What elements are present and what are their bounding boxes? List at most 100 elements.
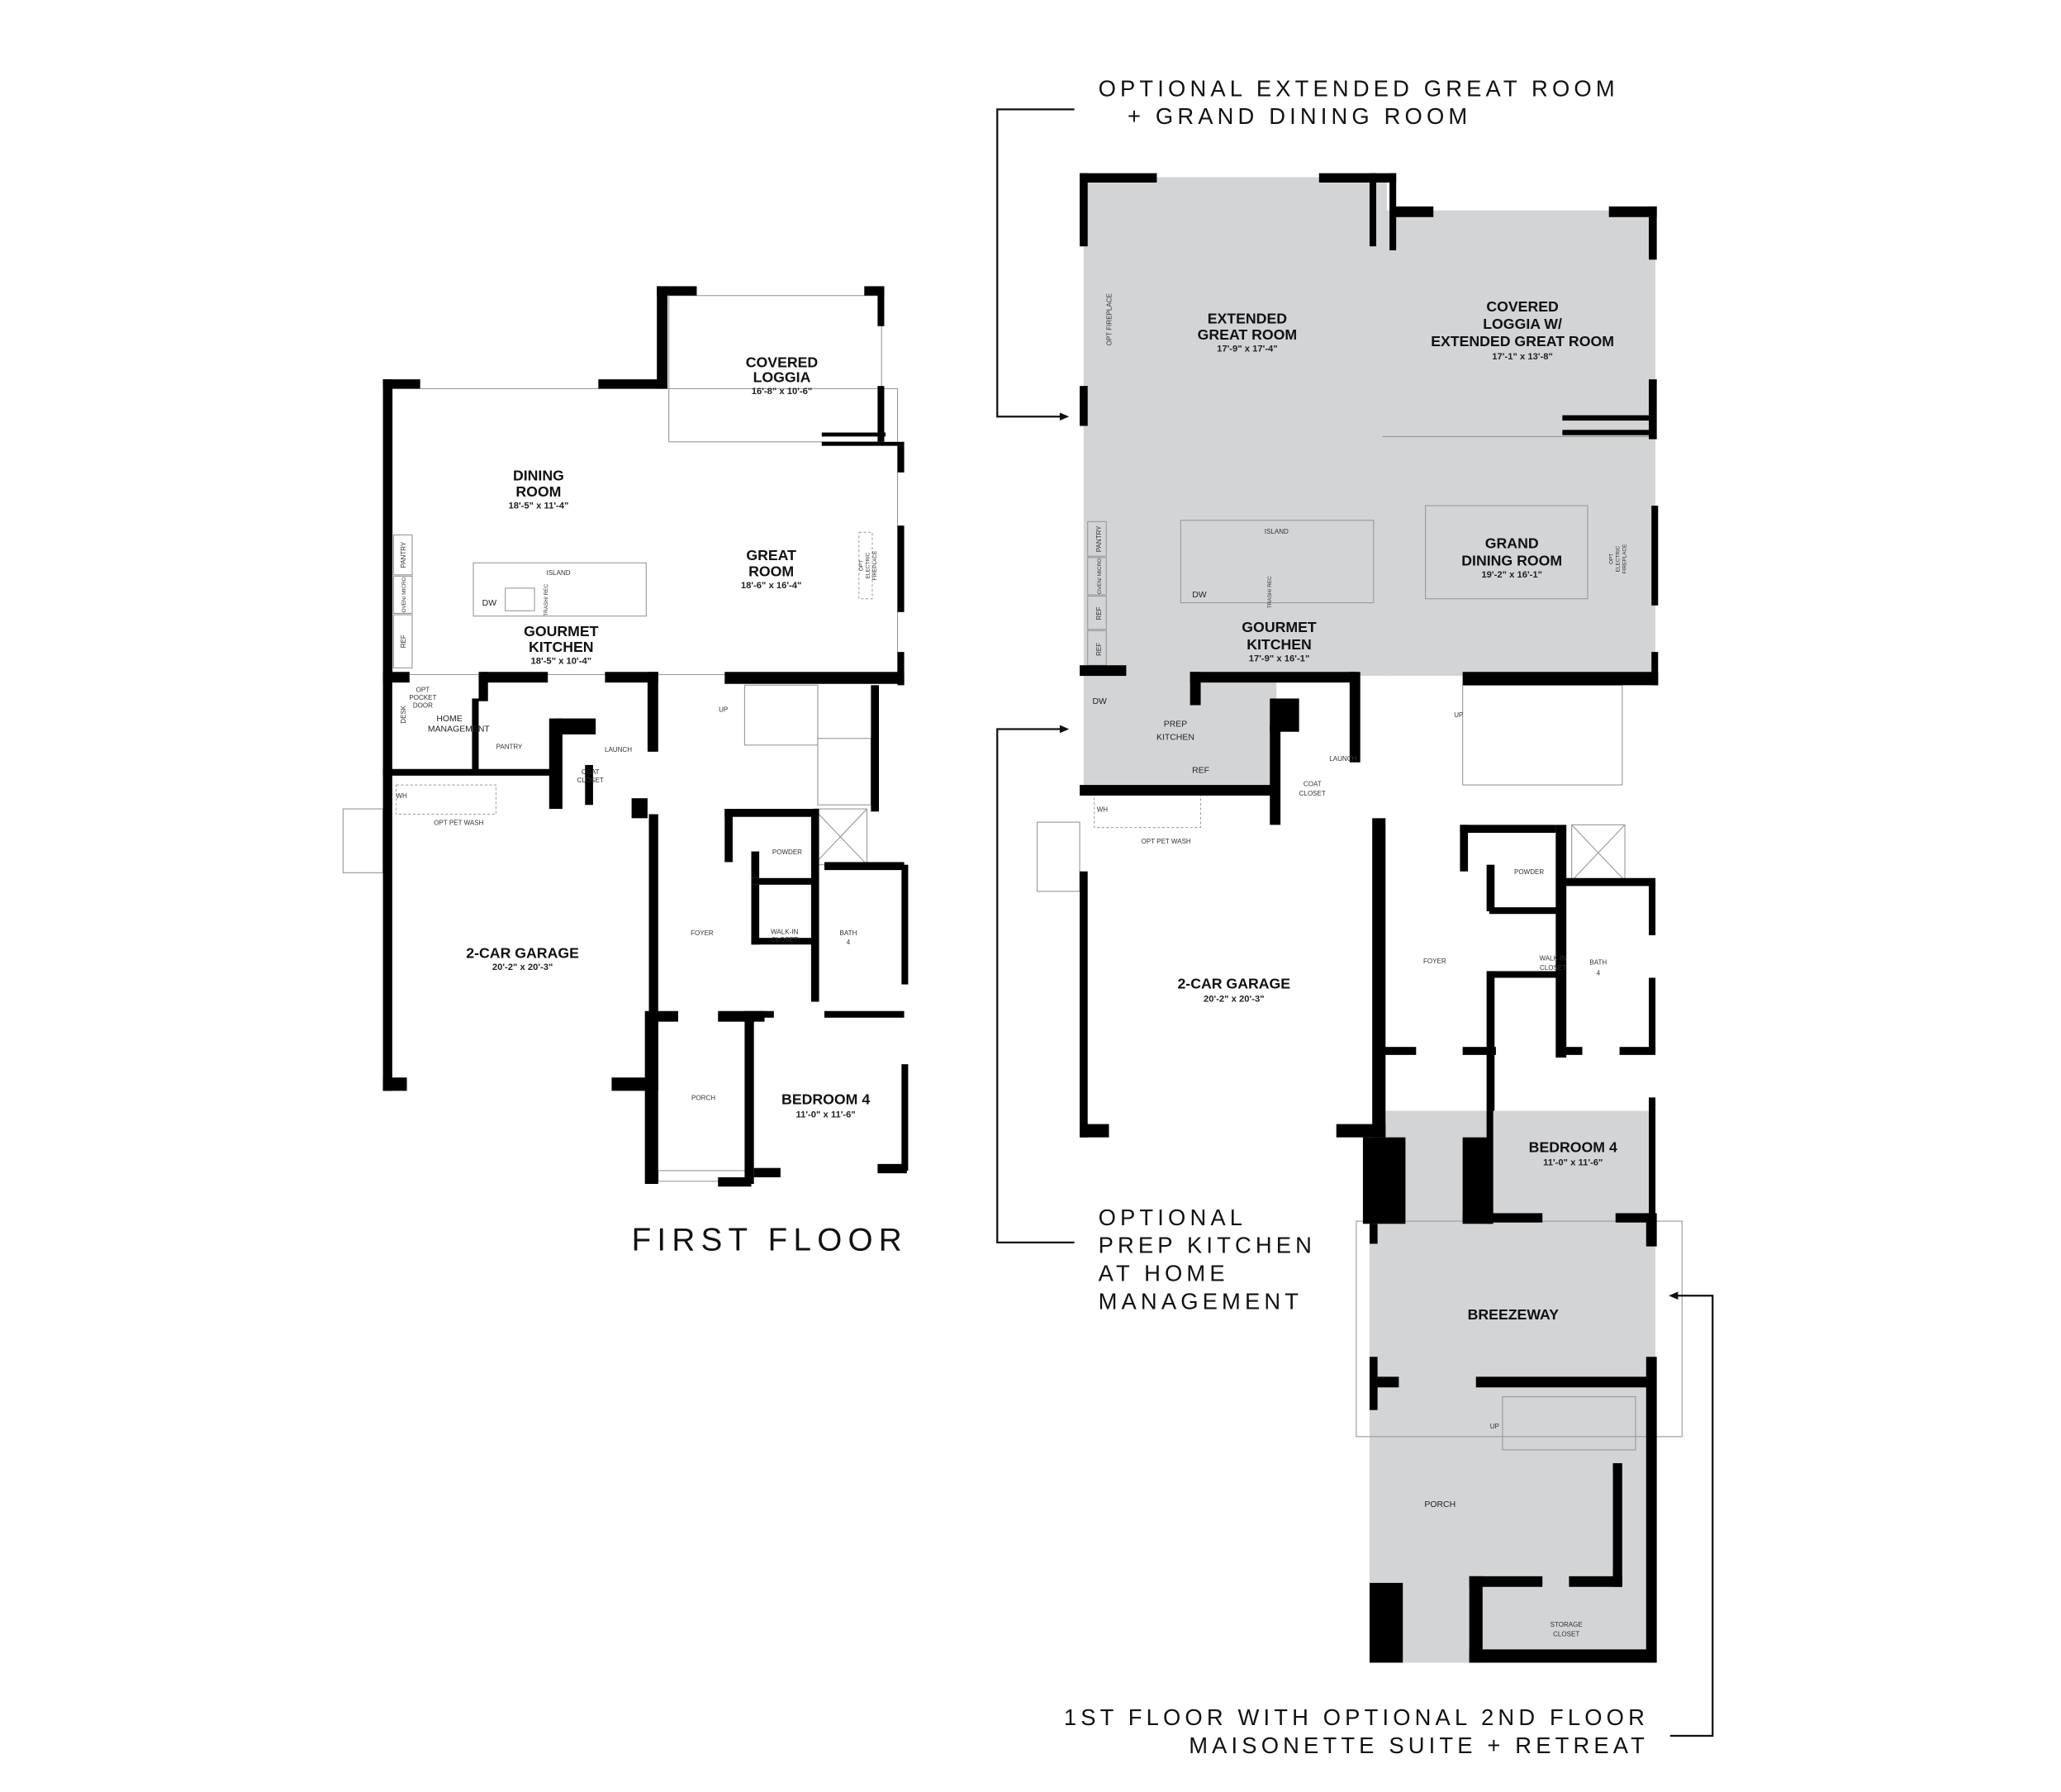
room-name-loggia-ext-3: EXTENDED GREAT ROOM (1431, 333, 1614, 349)
callout-prep-line4: MANAGEMENT (1099, 1288, 1304, 1314)
prep-ref-label: REF (1192, 767, 1209, 776)
powder-label: POWDER (772, 848, 802, 856)
room-dim-bedroom4: 11'-0" x 11'-6" (795, 1110, 855, 1120)
ref-label: REF (1095, 606, 1103, 620)
room-dim-dining: 18'-5" x 11'-4" (508, 501, 568, 511)
fireplace-label-2: ELECTRIC (866, 552, 871, 578)
room-name-storage-2: CLOSET (1553, 1630, 1579, 1638)
room-name-loggia-ext-2: LOGGIA W/ (1483, 316, 1562, 332)
room-dim-loggia-ext: 17'-1" x 13'-8" (1492, 352, 1553, 362)
water-heater-label: WH (1097, 806, 1109, 813)
room-dim-grand-dining: 19'-2" x 16'-1" (1481, 570, 1542, 580)
launch-label: LAUNCH (1329, 755, 1356, 763)
arrow-right-icon (1059, 725, 1070, 734)
foyer-label: FOYER (1423, 958, 1446, 965)
room-name-breezeway: BREEZEWAY (1468, 1306, 1560, 1323)
arrow-left-icon (1669, 1291, 1679, 1300)
walkin-closet-label: WALK-IN (771, 928, 798, 935)
room-name-prep-kitchen-2: KITCHEN (1156, 733, 1194, 742)
coat-closet-label-2: CLOSET (577, 777, 604, 784)
pocket-door-label-3: DOOR (413, 702, 433, 710)
fireplace-label-3: FIREPLACE (872, 551, 878, 581)
coat-closet-label: COAT (582, 768, 600, 776)
room-dim-bedroom4: 11'-0" x 11'-6" (1543, 1157, 1603, 1167)
fireplace-label-1: OPT (859, 560, 865, 571)
desk-label: DESK (400, 705, 407, 724)
walkin-closet-label-2: CLOSET (1540, 964, 1566, 972)
bath-label-2: 4 (847, 939, 851, 946)
callout-prep-line1: OPTIONAL (1099, 1205, 1247, 1230)
room-name-covered-loggia-2: LOGGIA (753, 368, 811, 385)
fireplace-label-2: ELECTRIC (1616, 545, 1622, 572)
callout-prep-leader (996, 728, 1075, 1243)
room-dim-kitchen: 17'-9" x 16'-1" (1249, 654, 1310, 663)
trash-label: TRASH/ REC (1267, 576, 1273, 608)
room-name-kitchen-2: KITCHEN (1247, 636, 1312, 653)
opt-fireplace-label: OPT FIREPLACE (1106, 292, 1114, 345)
room-name-grand-dining: GRAND (1485, 535, 1539, 552)
first-floor-title: FIRST FLOOR (632, 1222, 908, 1257)
room-name-great-room: GREAT (746, 547, 796, 563)
callout-great-room-line2: + GRAND DINING ROOM (1128, 103, 1471, 129)
callout-prep-line2: PREP KITCHEN (1099, 1233, 1317, 1258)
callout-maisonette-line1: 1ST FLOOR WITH OPTIONAL 2ND FLOOR (1064, 1704, 1649, 1730)
room-name-bedroom4: BEDROOM 4 (781, 1091, 870, 1107)
pantry-cabinet-label: PANTRY (1095, 525, 1103, 552)
fireplace-label-3: FIREPLACE (1622, 544, 1628, 574)
room-name-kitchen: GOURMET (524, 623, 599, 639)
ref-label-2: REF (1095, 643, 1103, 656)
island-label: ISLAND (1265, 528, 1289, 535)
arrow-right-icon (1059, 412, 1070, 421)
pantry-label: PANTRY (496, 744, 523, 751)
stair-up-label: UP (719, 706, 728, 714)
water-heater-label: WH (396, 792, 407, 800)
room-name-home-management-2: MANAGEMENT (428, 725, 491, 734)
callouts: OPTIONAL EXTENDED GREAT ROOM + GRAND DIN… (996, 75, 1714, 1758)
coat-closet-label: COAT (1304, 781, 1322, 788)
coat-closet-label-2: CLOSET (1299, 790, 1326, 797)
option-area-prep-kitchen (1083, 672, 1277, 786)
pet-wash-label: OPT PET WASH (1142, 838, 1191, 845)
dw-label: DW (1192, 591, 1207, 600)
oven-label: OVEN/ MICRO (1097, 559, 1103, 594)
option-area-extended-great-room (1083, 177, 1387, 677)
room-name-extended-great-room: EXTENDED (1208, 311, 1288, 327)
island-label: ISLAND (547, 569, 571, 577)
option-area-loggia-dining (1383, 210, 1656, 677)
callout-prep-line3: AT HOME (1099, 1261, 1229, 1286)
powder-label: POWDER (1514, 868, 1544, 876)
room-dim-covered-loggia: 16'-8" x 10'-6" (752, 387, 813, 397)
bath-label: BATH (1589, 958, 1607, 966)
room-name-kitchen: GOURMET (1242, 619, 1317, 635)
room-name-garage: 2-CAR GARAGE (1177, 975, 1290, 991)
room-name-covered-loggia: COVERED (746, 354, 819, 371)
callout-great-room-leader (996, 108, 1075, 418)
pocket-door-label-2: POCKET (409, 694, 436, 701)
callout-maisonette-line2: MAISONETTE SUITE + RETREAT (1189, 1733, 1649, 1758)
stair-up-label: UP (1454, 711, 1463, 719)
room-name-dining-2: ROOM (515, 483, 561, 500)
walkin-closet-label-2: CLOSET (772, 936, 798, 944)
porch-label: PORCH (691, 1095, 715, 1102)
room-dim-kitchen: 18'-5" x 10'-4" (531, 657, 592, 667)
optional-plan: OPT FIREPLACE EXTENDED GREAT ROOM 17'-9"… (1036, 173, 1683, 1663)
walkin-closet-label: WALK-IN (1540, 955, 1567, 963)
room-name-home-management: HOME (436, 715, 462, 724)
room-dim-garage: 20'-2" x 20'-3" (492, 963, 553, 972)
room-name-porch: PORCH (1424, 1500, 1456, 1509)
oven-label: OVEN/ MICRO (401, 577, 407, 612)
room-name-prep-kitchen: PREP (1164, 720, 1187, 729)
fireplace-label-1: OPT (1609, 554, 1615, 564)
dw-label: DW (482, 599, 497, 608)
room-name-grand-dining-2: DINING ROOM (1461, 552, 1562, 568)
first-floor-plan: COVERED LOGGIA 16'-8" x 10'-6" DINING RO… (342, 286, 909, 1257)
room-name-dining: DINING (513, 467, 564, 483)
room-name-kitchen-2: KITCHEN (529, 639, 594, 655)
room-name-garage: 2-CAR GARAGE (466, 944, 579, 961)
room-name-extended-great-room-2: GREAT ROOM (1198, 326, 1298, 343)
callout-maisonette-leader (1669, 1295, 1714, 1737)
island-outline (473, 562, 647, 617)
launch-label: LAUNCH (605, 746, 632, 753)
